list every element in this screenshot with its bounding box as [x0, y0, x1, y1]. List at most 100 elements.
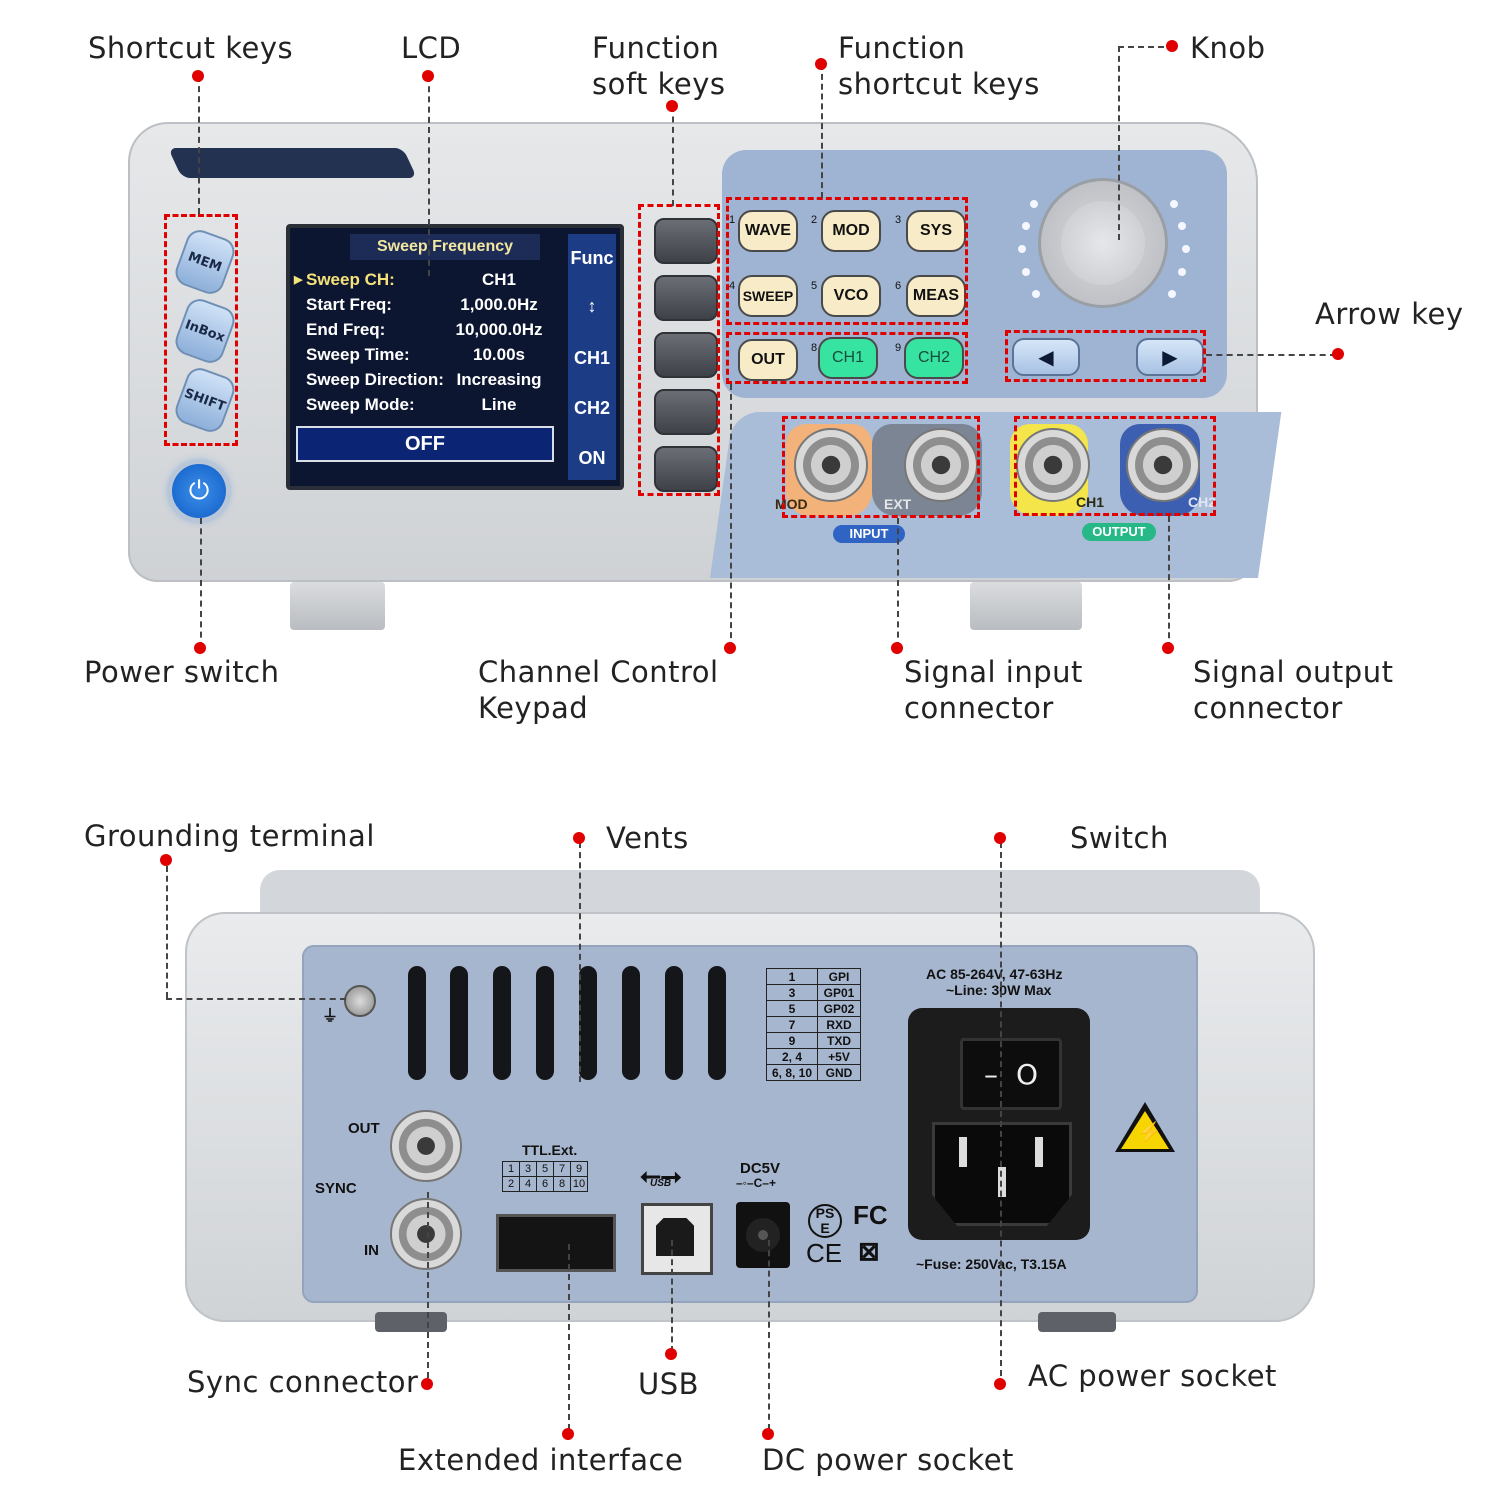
mod-bnc-connector[interactable] — [794, 428, 868, 502]
lcd-title: Sweep Frequency — [350, 234, 540, 260]
lcd-row-value: 10.00s — [473, 345, 525, 364]
pin-signal: TXD — [817, 1032, 861, 1049]
leader-line — [568, 1244, 570, 1430]
callout-dot — [724, 642, 736, 654]
soft-key-3[interactable] — [654, 332, 718, 378]
lcd-menu-ch1: CH1 — [573, 348, 610, 368]
key-number: 2 — [811, 214, 818, 226]
fuse-rating: ~Fuse: 250Vac, T3.15A — [916, 1256, 1067, 1272]
leader-line — [200, 518, 202, 648]
lcd-menu-ch2: CH2 — [573, 398, 610, 418]
pin-signal: GP02 — [817, 1000, 861, 1017]
dc-polarity-icon: –◦–C–+ — [736, 1176, 776, 1190]
socket-prong — [1035, 1137, 1043, 1167]
rocker-on-icon: O — [1015, 1057, 1039, 1091]
callout-dot — [421, 1378, 433, 1390]
pin-number: 2, 4 — [766, 1048, 818, 1065]
callout-dot — [160, 854, 172, 866]
usb-logo-text: USB — [650, 1178, 672, 1189]
weee-bin-icon: ⊠ — [858, 1236, 880, 1266]
dc-power-socket[interactable] — [736, 1202, 790, 1268]
ce-mark-icon: CE — [806, 1238, 843, 1268]
leader-line — [671, 1240, 673, 1352]
ttl-pin: 3 — [519, 1161, 537, 1177]
rear-top-handle — [260, 870, 1260, 920]
vent-slot — [450, 966, 468, 1080]
power-button[interactable]: ⏻ — [172, 464, 226, 518]
usb-b-port[interactable] — [641, 1203, 713, 1275]
callout-dot — [1166, 40, 1178, 52]
leader-line — [1206, 354, 1336, 356]
ttl-pin: 7 — [553, 1161, 571, 1177]
vent-slot — [536, 966, 554, 1080]
pin-number: 5 — [766, 1000, 818, 1017]
pin-signal: GPI — [817, 968, 861, 985]
ch1-bnc-connector[interactable] — [1016, 428, 1090, 502]
rotary-knob[interactable] — [1038, 178, 1168, 308]
arrow-right-key[interactable]: ▶ — [1136, 338, 1204, 376]
callout-dot — [665, 1348, 677, 1360]
extended-interface-header[interactable] — [496, 1214, 616, 1272]
soft-key-1[interactable] — [654, 218, 718, 264]
knob-indicator-dot — [1182, 245, 1190, 253]
output-group-label: OUTPUT — [1082, 523, 1156, 541]
vent-slot — [408, 966, 426, 1080]
pin-signal: RXD — [817, 1016, 861, 1033]
wave-key[interactable]: WAVE — [738, 210, 798, 252]
arrow-right-icon: ▶ — [1162, 345, 1178, 369]
soft-key-2[interactable] — [654, 275, 718, 321]
pin-number: 9 — [766, 1032, 818, 1049]
soft-keys-highlight — [638, 204, 720, 496]
ttl-pin: 5 — [536, 1161, 554, 1177]
callout-signal-output-connector: Signal output connector — [1193, 655, 1394, 725]
power-icon: ⏻ — [188, 475, 210, 506]
sync-in-connector[interactable] — [390, 1198, 462, 1270]
callout-shortcut-keys: Shortcut keys — [88, 31, 294, 65]
high-voltage-icon: ⚡ — [1137, 1122, 1162, 1144]
key-number: 4 — [729, 280, 736, 292]
soft-key-5[interactable] — [654, 446, 718, 492]
ch2-bnc-connector[interactable] — [1126, 428, 1200, 502]
lcd-row-value: CH1 — [481, 270, 516, 289]
callout-grounding-terminal: Grounding terminal — [84, 819, 375, 853]
warning-triangle-fill — [1121, 1111, 1169, 1149]
key-number: 9 — [895, 342, 902, 354]
leader-line — [821, 64, 823, 198]
ac-power-socket[interactable] — [932, 1122, 1072, 1226]
sweep-key[interactable]: SWEEP — [738, 275, 798, 317]
mod-key[interactable]: MOD — [821, 210, 881, 252]
lcd-row-value: Increasing — [456, 370, 542, 389]
sys-key[interactable]: SYS — [906, 210, 966, 252]
sync-out-connector[interactable] — [390, 1110, 462, 1182]
lcd-row-label: Sweep Time: — [306, 345, 410, 364]
usb-icon: ⭠⭢ — [640, 1160, 682, 1190]
knob-indicator-dot — [1178, 222, 1186, 230]
key-number: 5 — [811, 280, 818, 292]
sync-out-label: OUT — [348, 1120, 380, 1137]
out-key[interactable]: OUT — [738, 339, 798, 381]
pin-signal: GP01 — [817, 984, 861, 1001]
arrow-left-key[interactable]: ◀ — [1012, 338, 1080, 376]
power-rocker-switch[interactable]: – O — [960, 1038, 1062, 1110]
key-number: 1 — [729, 214, 736, 226]
callout-knob: Knob — [1190, 31, 1266, 65]
lcd-row-label: Sweep Direction: — [306, 370, 444, 389]
grounding-screw[interactable] — [344, 985, 376, 1017]
ttl-pin: 6 — [536, 1176, 554, 1192]
vent-slot — [665, 966, 683, 1080]
leader-line — [198, 76, 200, 214]
vco-key[interactable]: VCO — [821, 275, 881, 317]
pin-number: 6, 8, 10 — [766, 1064, 818, 1081]
callout-dot — [422, 70, 434, 82]
socket-prong — [959, 1137, 967, 1167]
leader-line — [1118, 46, 1120, 240]
ext-bnc-connector[interactable] — [904, 428, 978, 502]
ch1-key[interactable]: CH1 — [818, 337, 878, 379]
ch2-key[interactable]: CH2 — [904, 337, 964, 379]
front-foot-right — [970, 582, 1082, 630]
function-shortcut-keys-highlight — [726, 197, 968, 325]
